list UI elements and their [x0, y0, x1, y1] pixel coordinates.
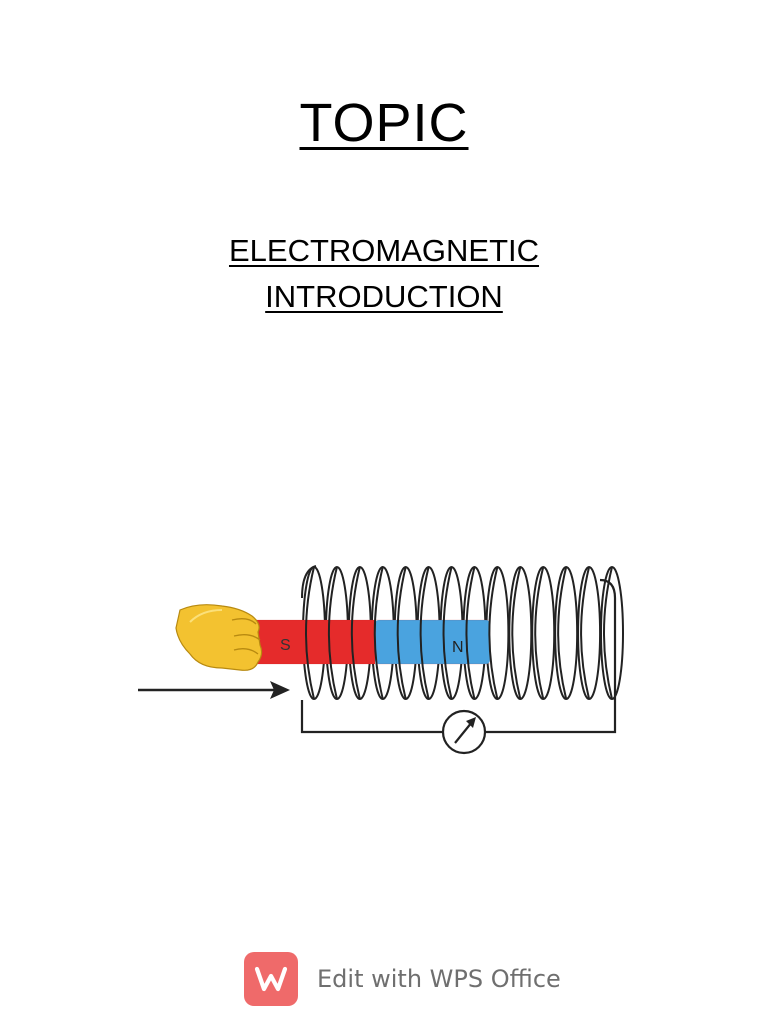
watermark-text[interactable]: Edit with WPS Office	[317, 965, 561, 993]
wps-watermark[interactable]: Edit with WPS Office	[244, 952, 561, 1006]
coil-loop-front	[373, 566, 384, 700]
coil-loop-front	[603, 566, 613, 700]
coil-loop-front	[534, 566, 545, 700]
arrow-icon	[138, 681, 290, 699]
coil-loop-front	[396, 566, 407, 700]
coil-loop-front	[488, 566, 499, 700]
coil-loop-front	[557, 566, 568, 700]
page-title: TOPIC	[0, 88, 768, 158]
subtitle: ELECTROMAGNETIC INTRODUCTION	[0, 228, 768, 320]
south-pole-label: S	[280, 637, 291, 654]
hand-icon	[175, 604, 263, 671]
subtitle-line-1: ELECTROMAGNETIC	[228, 233, 540, 268]
w-logo-icon	[254, 966, 288, 992]
circuit-wire	[300, 578, 617, 734]
coil-loop-front	[350, 566, 361, 700]
coil-loop-front	[327, 566, 338, 700]
coil-loop-front	[419, 566, 430, 700]
title-text: TOPIC	[299, 93, 469, 153]
coil-loop-front	[580, 566, 591, 700]
north-pole-label: N	[452, 639, 464, 656]
coil-loop-front	[511, 566, 522, 700]
coil-loop-front	[442, 566, 453, 700]
north-pole	[375, 620, 490, 664]
coil-loop-front	[465, 566, 476, 700]
subtitle-line-2: INTRODUCTION	[265, 279, 503, 314]
wps-logo-icon[interactable]	[244, 952, 298, 1006]
electromagnetic-induction-diagram: S N	[138, 565, 624, 755]
galvanometer-icon	[441, 709, 487, 755]
coil-loop-front	[305, 566, 315, 700]
bar-magnet: S N	[224, 619, 491, 665]
